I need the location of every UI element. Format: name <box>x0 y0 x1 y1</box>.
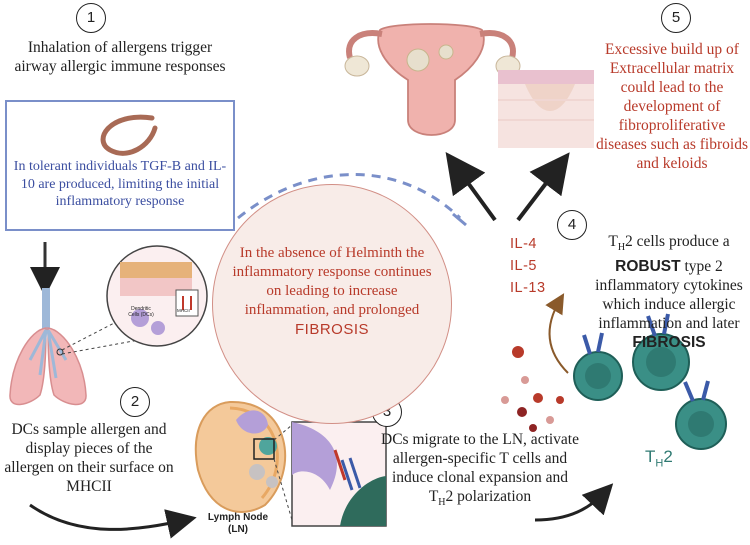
arrow-to-th2 <box>534 483 614 522</box>
center-text: In the absence of Helminth the inflammat… <box>232 245 432 338</box>
synapse-zoom-box <box>291 421 387 527</box>
step-4-badge: 4 <box>557 210 587 240</box>
th2-label: TH2 <box>645 447 673 470</box>
step-1-badge: 1 <box>76 3 106 33</box>
dendritic-cell-inset <box>106 245 208 347</box>
inhibition-dashed-arc <box>237 173 462 220</box>
arrow-to-lymph-node <box>29 503 197 539</box>
lymph-node-label: Lymph Node(LN) <box>207 512 269 535</box>
cytokine-il4: IL-4 <box>510 236 537 252</box>
step-2-text: DCs sample allergen and display pieces o… <box>4 421 174 495</box>
mhcii-inset-label: MHCII <box>177 308 190 313</box>
uterus-icon <box>344 23 521 136</box>
center-circle <box>212 184 452 424</box>
th2-cells-icon <box>573 313 727 450</box>
step-5-badge: 5 <box>661 3 691 33</box>
step-2-badge: 2 <box>120 387 150 417</box>
step-4-text: TH2 cells produce a ROBUST type 2 inflam… <box>595 233 743 352</box>
cytokine-arrow <box>545 293 569 374</box>
step-3-text: DCs migrate to the LN, activate allergen… <box>381 431 579 509</box>
cytokine-il13: IL-13 <box>510 280 546 296</box>
step-5-text: Excessive build up of Extracellular matr… <box>596 41 748 172</box>
arrow-to-uterus <box>445 152 497 222</box>
cytokine-il5: IL-5 <box>510 258 537 274</box>
dc-inset-label: Dendritic Cells (DCs) <box>128 306 154 318</box>
step-1-text: Inhalation of allergens trigger airway a… <box>14 39 226 75</box>
lungs-icon <box>9 288 87 406</box>
lymph-node-icon <box>194 400 287 513</box>
skin-keloid-icon <box>498 70 594 148</box>
tolerance-text: In tolerant individuals TGF-B and IL-10 … <box>13 159 227 209</box>
cytokine-particles <box>501 346 564 432</box>
helminth-worm-icon <box>100 114 158 156</box>
arrow-to-skin <box>516 152 570 222</box>
tolerance-box <box>5 100 235 231</box>
